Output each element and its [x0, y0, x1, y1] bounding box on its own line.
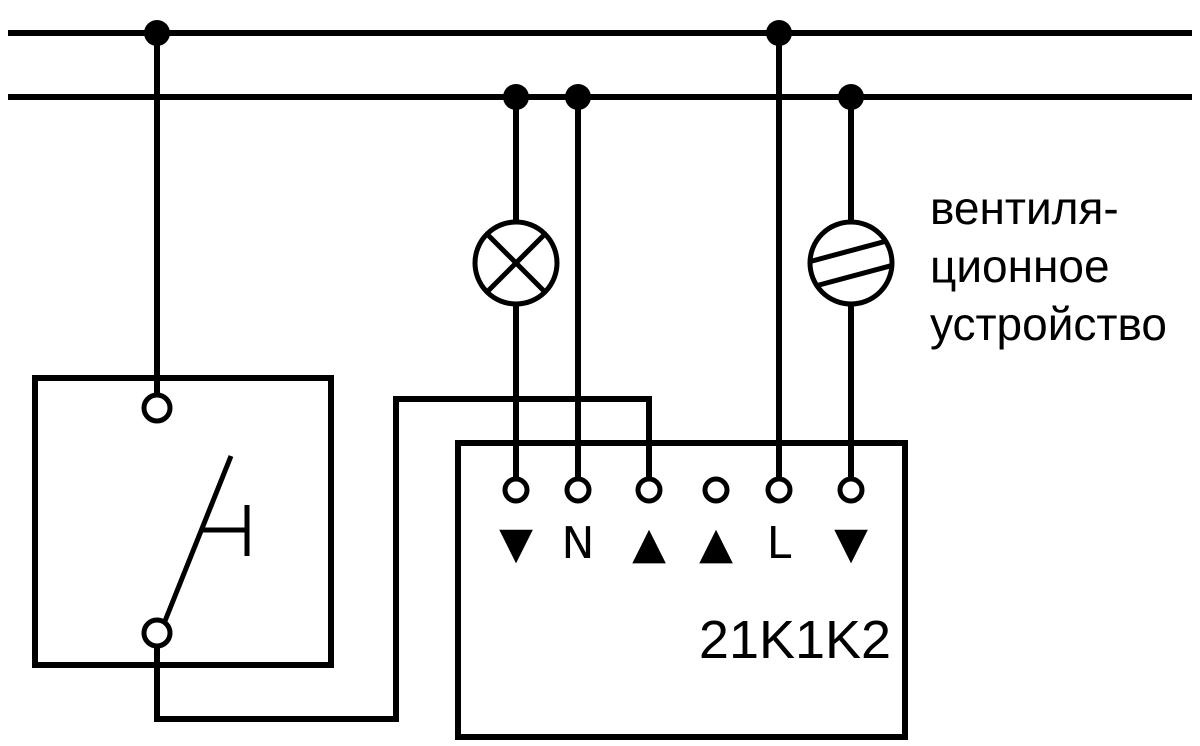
lamp-cross-2	[485, 232, 547, 294]
terminal-label-4: ▲	[699, 518, 733, 569]
device-label: 21K1K2	[699, 610, 891, 670]
lamp-icon	[472, 219, 560, 307]
terminal-row: ▼ N ▲ ▲ L ▼	[499, 476, 868, 569]
wire-switch-to-terminal-3	[154, 396, 652, 722]
terminal-circle-2	[564, 476, 592, 504]
switch-top-contact	[141, 392, 173, 424]
switch-symbol	[141, 392, 250, 649]
terminal-circle-6	[837, 476, 865, 504]
terminal-circle-1	[502, 476, 530, 504]
terminal-label-3: ▲	[632, 518, 666, 569]
ventilation-label-line-3: устройство	[930, 298, 1167, 350]
switch-arm	[162, 455, 234, 622]
terminal-circle-4	[702, 476, 730, 504]
fan-icon	[807, 219, 895, 307]
ventilation-label: вентиля- ционное устройство	[930, 182, 1167, 350]
terminal-circle-5	[765, 476, 793, 504]
ventilation-label-line-1: вентиля-	[930, 182, 1119, 234]
terminal-label-2: N	[562, 518, 595, 569]
fan-blade-2	[817, 263, 892, 288]
ventilation-label-line-2: ционное	[930, 240, 1110, 292]
fan-blade-1	[810, 239, 886, 264]
terminal-label-6: ▼	[834, 518, 868, 569]
terminal-label-1: ▼	[499, 518, 533, 569]
switch-box	[32, 375, 334, 668]
terminal-circle-3	[635, 476, 663, 504]
switch-bottom-contact	[141, 617, 173, 649]
fan-circle	[807, 219, 895, 307]
terminal-label-5: L	[767, 518, 792, 569]
device-box	[455, 440, 908, 740]
